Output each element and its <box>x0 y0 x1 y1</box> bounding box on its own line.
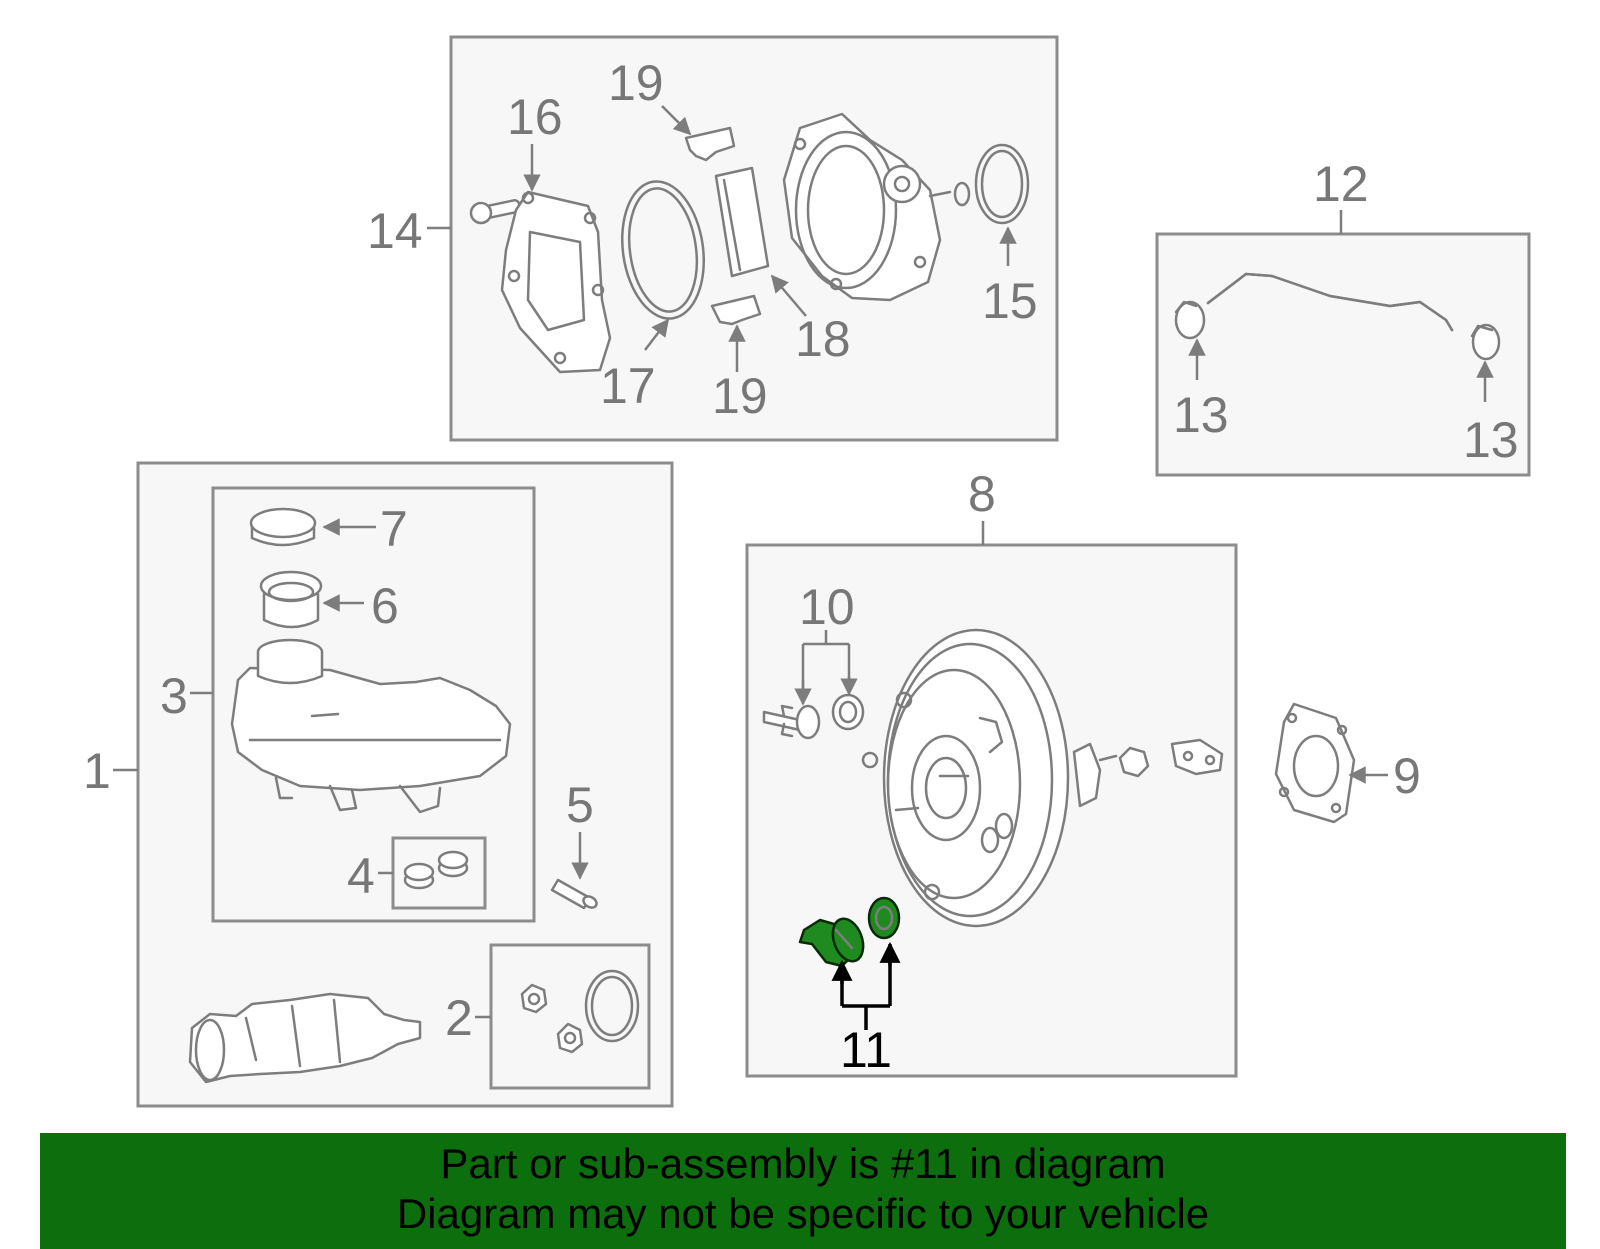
gasket-part <box>620 180 706 320</box>
callout-15: 15 <box>982 273 1038 329</box>
leader-17 <box>644 318 670 351</box>
hose-clamp-left-part <box>1174 300 1206 340</box>
callout-11: 11 <box>840 1022 892 1078</box>
highlighted-vacuum-sensor-part <box>798 917 865 968</box>
callout-6: 6 <box>371 578 399 634</box>
nut-upper-part <box>520 983 548 1014</box>
vane-tip-upper-part <box>684 126 736 162</box>
pump-housing-part <box>782 112 952 302</box>
oring-15-part <box>974 143 1030 225</box>
leader-19a <box>661 105 692 136</box>
banner-line-1: Part or sub-assembly is #11 in diagram <box>440 1140 1166 1187</box>
booster-body-part <box>861 628 1118 928</box>
callout-7: 7 <box>380 501 408 557</box>
highlighted-grommet-part <box>867 896 901 940</box>
reservoir-part <box>230 638 512 814</box>
grommet-right-part <box>437 850 469 878</box>
callout-19b: 19 <box>712 368 768 424</box>
booster-nut-part <box>1118 746 1150 778</box>
callout-17: 17 <box>600 358 656 414</box>
parts-diagram: 14 16 19 17 19 18 15 12 13 13 <box>83 35 1531 1108</box>
booster-gasket-part <box>1274 702 1356 824</box>
group-12-vacuum-hose: 12 13 13 <box>1155 156 1531 477</box>
rotor-vane-part <box>714 166 770 278</box>
callout-16: 16 <box>507 89 563 145</box>
reservoir-cap-part <box>249 507 317 547</box>
callout-5: 5 <box>566 777 594 833</box>
info-banner: Part or sub-assembly is #11 in diagram D… <box>40 1133 1566 1249</box>
bolt-part <box>469 199 522 225</box>
callout-13a: 13 <box>1173 387 1229 443</box>
callout-9: 9 <box>1393 748 1421 804</box>
callout-4: 4 <box>347 848 375 904</box>
group-14-vacuum-pump: 14 16 19 17 19 18 15 <box>367 35 1059 442</box>
seal-ring-part <box>584 969 640 1043</box>
clevis-part <box>1170 738 1224 776</box>
cover-plate-part <box>500 190 612 374</box>
group-9-gasket: 9 <box>1274 702 1421 824</box>
leader-18 <box>770 274 807 317</box>
group-1-master-cylinder: 1 3 4 2 7 6 5 <box>83 461 674 1108</box>
callout-14: 14 <box>367 203 423 259</box>
master-cylinder-body-part <box>188 992 422 1084</box>
callout-3: 3 <box>160 668 188 724</box>
callout-18: 18 <box>795 311 851 367</box>
callout-10: 10 <box>799 579 855 635</box>
vane-tip-lower-part <box>710 294 762 326</box>
callout-12: 12 <box>1313 156 1369 212</box>
callout-8: 8 <box>968 466 996 522</box>
grommet-10-part <box>831 693 865 731</box>
hose-part <box>1206 272 1454 332</box>
strainer-part <box>259 570 323 629</box>
callout-13b: 13 <box>1463 412 1519 468</box>
nut-lower-part <box>556 1022 584 1054</box>
callout-1: 1 <box>83 743 111 799</box>
hose-clamp-right-part <box>1470 323 1501 361</box>
callout-2: 2 <box>445 990 473 1046</box>
banner-line-2: Diagram may not be specific to your vehi… <box>396 1190 1210 1237</box>
group-8-brake-booster: 8 10 11 <box>745 466 1238 1078</box>
check-valve-part <box>762 704 821 740</box>
pin-part <box>550 878 598 910</box>
box-12 <box>1155 232 1531 477</box>
leader-11 <box>840 960 892 1030</box>
box-2 <box>489 943 651 1090</box>
leader-10 <box>801 630 851 690</box>
callout-19a: 19 <box>608 55 664 111</box>
grommet-left-part <box>403 862 435 890</box>
small-oring-part <box>953 181 971 207</box>
